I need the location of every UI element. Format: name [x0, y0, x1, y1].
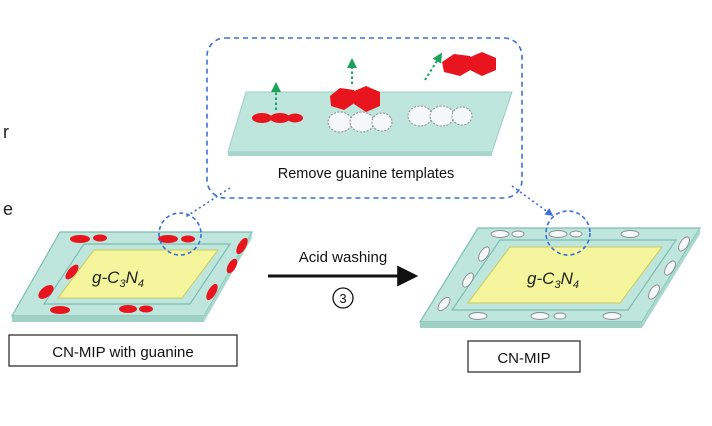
left-core-label: g-C3N4 — [92, 268, 144, 290]
right-cavities — [437, 230, 690, 320]
inset-caption: Remove guanine templates — [278, 166, 455, 182]
template-molecule-lifting — [330, 86, 380, 112]
cavity-2 — [327, 111, 393, 133]
right-caption-box: CN-MIP — [467, 340, 581, 373]
right-magnifier — [545, 210, 591, 256]
left-film: g-C3N4 — [10, 212, 254, 322]
process-arrow: Acid washing 3 — [268, 249, 419, 309]
inset-panel: Remove guanine templates — [206, 37, 523, 199]
template-molecule-small — [252, 113, 303, 123]
right-core-label: g-C3N4 — [527, 269, 579, 291]
cavity-3 — [407, 105, 473, 127]
inset-link-right — [511, 185, 554, 216]
left-templates — [38, 234, 248, 314]
step-badge — [332, 287, 354, 309]
inset-link-left — [183, 187, 231, 219]
left-core — [57, 249, 219, 299]
template-molecule-released — [442, 52, 496, 76]
right-core — [467, 246, 663, 304]
left-caption-box: CN-MIP with guanine — [8, 334, 238, 367]
left-caption: CN-MIP with guanine — [52, 344, 193, 361]
margin-glyph-1: r — [3, 122, 9, 142]
step-number: 3 — [339, 291, 346, 306]
process-label: Acid washing — [299, 249, 387, 266]
left-magnifier — [158, 212, 202, 256]
right-film: g-C3N4 — [418, 210, 702, 328]
margin-glyph-2: e — [3, 199, 13, 219]
green-arrow-3 — [424, 52, 443, 81]
right-caption: CN-MIP — [497, 350, 550, 367]
